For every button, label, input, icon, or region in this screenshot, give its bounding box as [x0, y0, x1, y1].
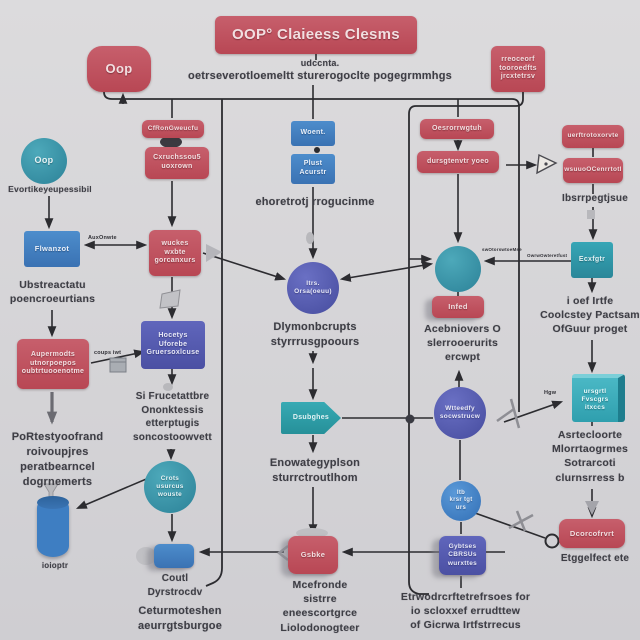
event-box: Plust Acurstr	[291, 154, 335, 184]
warning-box: Aupermodts utnorpoepos oubtrtuooenotme	[17, 339, 89, 389]
ring-marker-icon	[544, 533, 560, 549]
database-cylinder	[37, 496, 69, 557]
caption: Etrwodrcrftetrefrsoes for io scloxxef er…	[400, 591, 531, 632]
shadow-blob	[296, 528, 328, 538]
connector-label: Hgw	[544, 390, 557, 396]
subtitle-line2: oetrseverotloemeltt sturerogoclte pogegr…	[188, 70, 452, 82]
connector-label: swOtorswtoeMse	[482, 247, 522, 252]
caption: Dlymonbcrupts styrrrusgpoours	[270, 321, 360, 348]
connector-label: coups iwt	[94, 350, 122, 356]
service-box: Ecxfgtr	[571, 242, 613, 278]
connector-label: AuxOnwte	[88, 235, 117, 241]
caption: Ubstreactatu poencroeurtians	[9, 279, 96, 306]
chevron-icon	[276, 545, 289, 561]
event-box: Woent.	[291, 121, 335, 146]
step-box: uerftrotoxorvte	[562, 125, 624, 148]
module-box: Gybtses CBRSUs wurxttes	[439, 536, 486, 575]
caption: Ibsrrpegtjsue	[562, 193, 628, 204]
step-box: CfRonGweucfu	[142, 120, 204, 138]
pen-cross-icon	[496, 398, 521, 429]
step-box: Cxruchssou5 uoxrown	[145, 147, 209, 179]
plane-icon	[508, 510, 534, 532]
caption: Asrtecloorte Mlorrtaogrmes Sotrarcoti cl…	[551, 429, 629, 484]
caption: Acebniovers O slerrooerurits ercwpt	[424, 323, 501, 364]
step-box: dursgtenvtr yoeo	[417, 151, 499, 173]
cylinder-label: ioioptr	[41, 561, 69, 570]
rail-lines	[103, 91, 524, 595]
merge-circle	[435, 246, 481, 292]
module-box: Hocetys Uforebe Gruersoxlcuse	[141, 321, 205, 369]
small-mark	[306, 232, 314, 244]
step-box: wuckes wxbte gorcanxurs	[149, 230, 201, 276]
caption: Etggelfect ete	[560, 553, 630, 564]
caption: i oef Irtfe Coolcstey Pactsam OfGuur pro…	[540, 295, 640, 336]
small-mark	[587, 210, 595, 219]
paper-icon	[159, 289, 181, 309]
result-box: Dcorcofrvrt	[559, 519, 625, 548]
gray-arrowhead-icon	[206, 244, 222, 262]
caption: Evortikeyeupessibil	[8, 184, 92, 194]
caption: PoRtestyoofrand roivoupjres peratbearnce…	[11, 431, 104, 488]
caption: Coutl Dyrstrocdv	[147, 573, 203, 598]
cube-icon	[109, 357, 127, 373]
small-mark	[163, 383, 173, 391]
label-box: Infed	[432, 296, 484, 318]
junction-dot	[314, 147, 320, 153]
caption: Enowategyplson sturrctroutlhom	[269, 457, 361, 484]
sink-box: Gsbke	[288, 536, 338, 574]
pen-nib-icon	[536, 153, 558, 175]
subtitle-line1: udccnta.	[300, 58, 340, 68]
process-box: Flwanzot	[24, 231, 80, 267]
output-box	[154, 544, 194, 568]
gray-arrowhead-icon	[585, 501, 599, 515]
caption: Si Frucetattbre Ononktessis etterptugis …	[133, 391, 212, 443]
oop-circle: Oop	[21, 138, 67, 184]
oop-badge: Oop	[87, 46, 151, 92]
component-cube: ursgrtl Fvscgrs itxccs	[572, 374, 625, 422]
caption: ehoretrotj rrogucinme	[255, 196, 375, 208]
step-box: Oesrorrwgtuh	[420, 119, 494, 139]
dark-blob-icon	[160, 136, 182, 148]
caption: Ceturmoteshen aeurrgtsburgoe	[137, 605, 223, 632]
state-circle: Crots usurcus wouste	[144, 461, 196, 513]
state-circle: Itb krsr tgt urs	[441, 481, 481, 521]
hub-circle: Wtteedfy socwstrucw	[434, 387, 486, 439]
connector-label: OwrwOwteretfust	[527, 253, 568, 258]
title-box: OOP° Claieess Clesms	[215, 16, 417, 54]
decorative-glyphs	[43, 136, 599, 565]
caption: Mcefronde sistrre eneescortgrce Liolodon…	[280, 579, 360, 634]
corner-note-box: rreoceorf tooroedfts jrcxtetrsv	[491, 46, 545, 92]
hub-circle: Itrs. Orsa(oeuu)	[287, 262, 339, 314]
junction-dot	[405, 414, 415, 424]
shadow-blob	[136, 547, 156, 565]
step-box: wsuuoOCenrrtotl	[563, 158, 623, 183]
